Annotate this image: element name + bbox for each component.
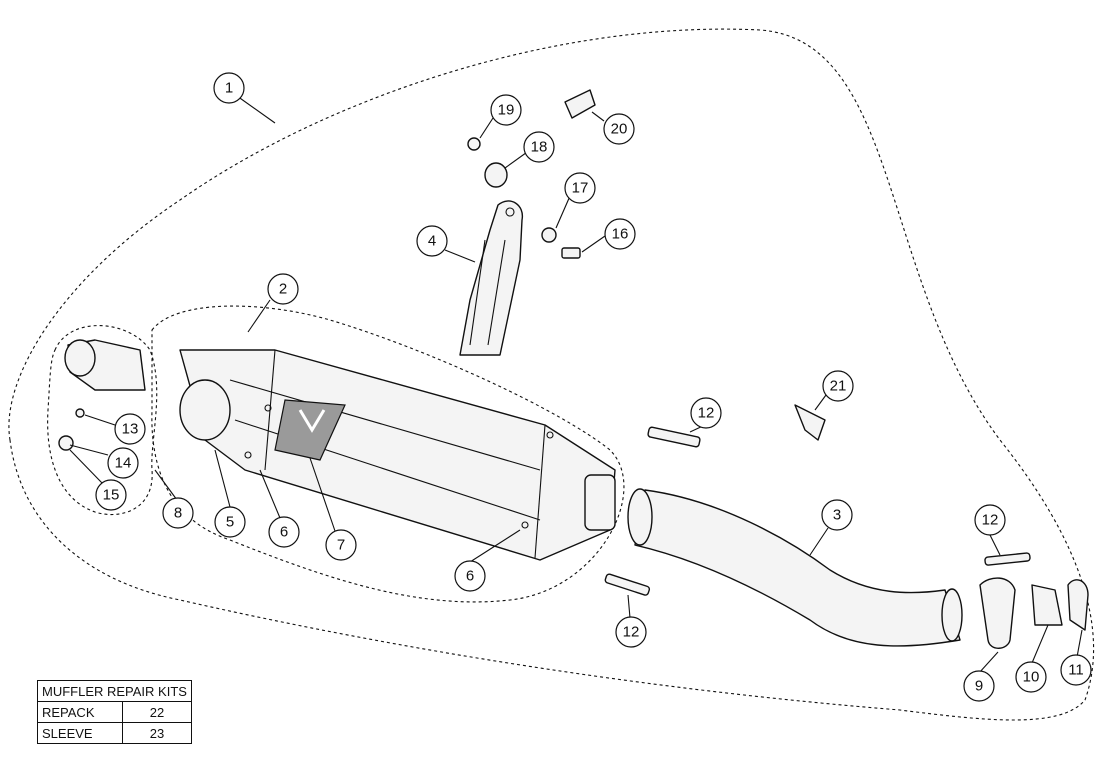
svg-text:12: 12 [623,624,640,641]
callout-21: 21 [822,370,854,402]
table-row: SLEEVE 23 [37,722,192,744]
svg-text:16: 16 [612,226,629,243]
svg-text:11: 11 [1068,662,1084,679]
table-header-row: MUFFLER REPAIR KITS [37,680,192,702]
svg-text:5: 5 [226,514,234,531]
svg-text:3: 3 [833,507,841,524]
svg-text:10: 10 [1023,669,1040,686]
svg-text:9: 9 [975,678,983,695]
svg-text:12: 12 [982,512,999,529]
svg-text:21: 21 [830,378,847,395]
kit-name: SLEEVE [37,722,123,744]
callout-16: 16 [604,218,636,250]
muffler-repair-kits-table: MUFFLER REPAIR KITS REPACK 22 SLEEVE 23 [37,680,192,744]
svg-text:14: 14 [115,455,132,472]
svg-text:17: 17 [572,180,589,197]
svg-text:19: 19 [498,102,515,119]
svg-text:2: 2 [279,281,287,298]
table-row: REPACK 22 [37,701,192,723]
callout-19: 19 [490,94,522,126]
callout-20: 20 [603,113,635,145]
end-cap-kit-outline [47,325,158,516]
logo-badge [274,399,346,461]
svg-text:8: 8 [174,505,182,522]
callout-10: 10 [1015,661,1047,693]
hardware [467,89,596,259]
svg-text:4: 4 [428,233,436,250]
callout-5: 5 [214,506,246,538]
svg-text:20: 20 [611,121,628,138]
system-outline [8,28,1095,721]
callout-9: 9 [963,670,995,702]
sticker [794,404,826,441]
callout-1: 1 [213,72,245,104]
svg-text:1: 1 [225,80,233,97]
svg-text:15: 15 [103,487,120,504]
muffler-bracket [459,200,524,356]
callout-12c: 12 [615,616,647,648]
kit-name: REPACK [37,701,123,723]
link-pipe [627,488,963,647]
svg-text:6: 6 [280,524,288,541]
callout-14: 14 [107,447,139,479]
svg-text:18: 18 [531,139,548,156]
callout-15: 15 [95,479,127,511]
callout-8: 8 [162,497,194,529]
end-cap-kit-parts [58,339,146,451]
callout-18: 18 [523,131,555,163]
svg-text:12: 12 [698,405,715,422]
callout-3: 3 [821,499,853,531]
springs [604,426,1031,596]
svg-text:7: 7 [337,537,345,554]
callout-12a: 12 [690,397,722,429]
callout-17: 17 [564,172,596,204]
muffler-body [179,349,616,561]
muffler-group-outline [151,305,625,603]
callouts: 1 2 3 4 5 6 6 7 8 9 10 11 12 12 12 13 14… [95,72,1092,702]
callout-4: 4 [416,225,448,257]
callout-2: 2 [267,273,299,305]
svg-text:6: 6 [466,568,474,585]
table-title: MUFFLER REPAIR KITS [37,680,192,702]
callout-7: 7 [325,529,357,561]
callout-6a: 6 [268,516,300,548]
callout-11: 11 [1060,654,1092,686]
callout-12b: 12 [974,504,1006,536]
clamps [979,577,1089,649]
kit-number: 22 [121,701,192,723]
kit-number: 23 [121,722,192,744]
svg-text:13: 13 [122,421,139,438]
callout-13: 13 [114,413,146,445]
callout-6b: 6 [454,560,486,592]
